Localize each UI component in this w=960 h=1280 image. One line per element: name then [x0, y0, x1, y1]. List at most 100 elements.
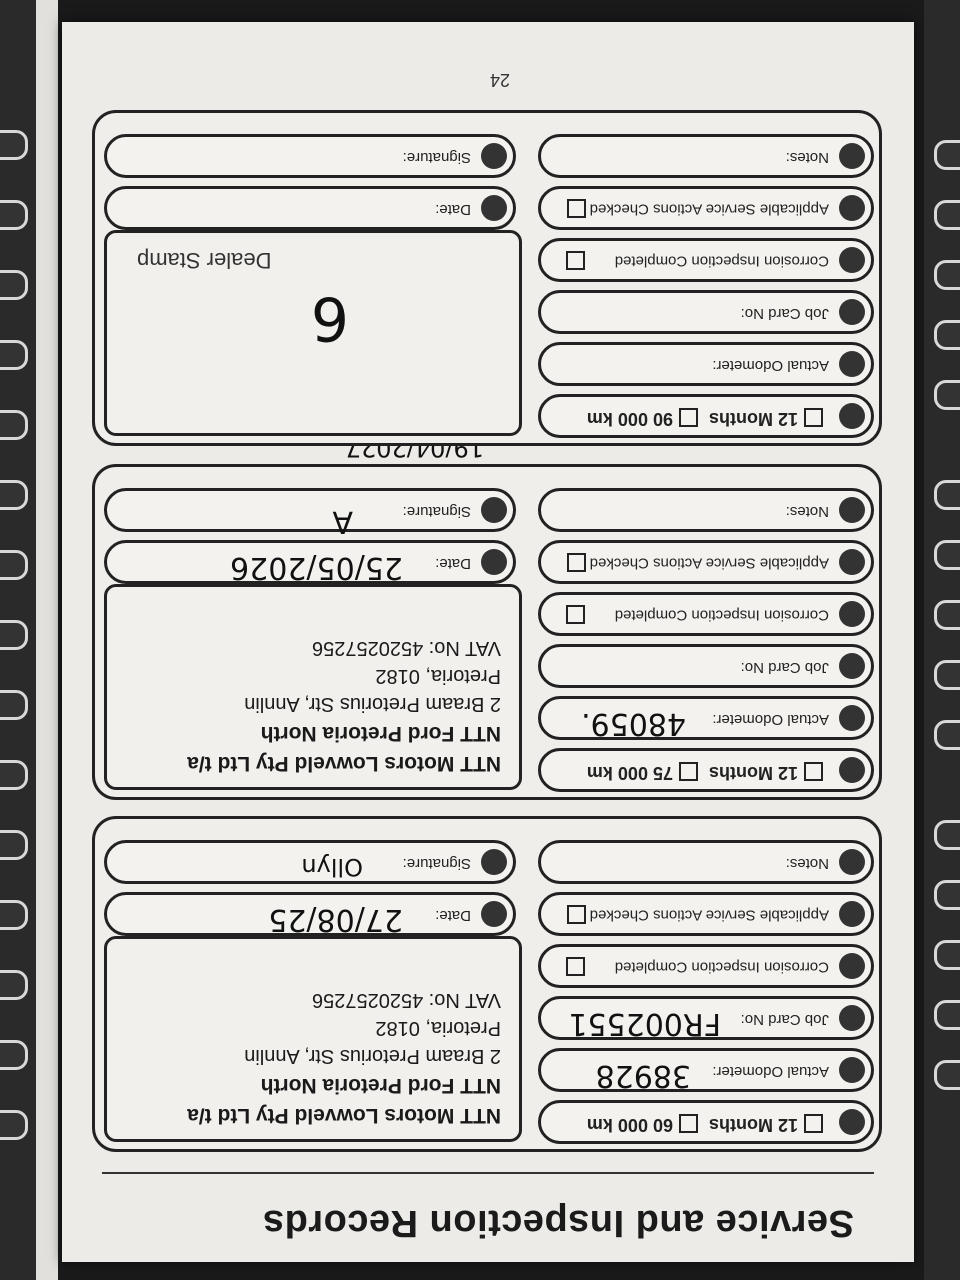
page-title: Service and Inspection Records: [262, 1202, 854, 1244]
record-75000: 12 Months 75 000 km Actual Odometer: 480…: [92, 464, 882, 800]
row-corrosion: Corrosion Inspection Completed: [538, 238, 874, 282]
row-applicable: Applicable Service Actions Checked: [538, 540, 874, 584]
signature-value[interactable]: Ollyn: [301, 853, 363, 881]
odometer-label: Actual Odometer:: [712, 357, 829, 374]
bullet-icon: [839, 195, 865, 221]
bullet-icon: [839, 849, 865, 875]
bullet-icon: [839, 549, 865, 575]
dealer-line-3: 2 Braam Pretorius Str, Annlin: [244, 693, 501, 715]
dealer-line-3: 2 Braam Pretorius Str, Annlin: [244, 1045, 501, 1067]
row-job-card: Job Card No:: [538, 644, 874, 688]
corrosion-label: Corrosion Inspection Completed: [560, 251, 829, 270]
page-number: 24: [489, 70, 510, 90]
bullet-icon: [481, 549, 507, 575]
job-card-value[interactable]: FR002551: [568, 1006, 721, 1041]
dealer-stamp-label: Dealer Stamp: [137, 248, 272, 273]
dealer-line-1: NTT Motors Lowveld Pty Ltd t/a: [187, 752, 501, 775]
bullet-icon: [839, 601, 865, 627]
dealer-line-4: Pretoria, 0182: [375, 665, 501, 687]
row-signature: Signature:: [104, 134, 516, 178]
bullet-icon: [481, 901, 507, 927]
signature-label: Signature:: [402, 149, 471, 166]
row-interval: 12 Months 60 000 km: [538, 1100, 874, 1144]
interval-label: 12 Months 90 000 km: [587, 408, 829, 429]
corrosion-label: Corrosion Inspection Completed: [560, 605, 829, 624]
bullet-icon: [839, 497, 865, 523]
row-date: Date:: [104, 186, 516, 230]
dealer-line-5: VAT No: 4520257256: [311, 989, 501, 1011]
row-notes: Notes:: [538, 134, 874, 178]
bullet-icon: [839, 757, 865, 783]
months-checkbox[interactable]: [804, 408, 823, 428]
interval-label: 12 Months 60 000 km: [587, 1114, 829, 1135]
title-rule: [102, 1172, 874, 1174]
odometer-value[interactable]: 38928: [595, 1058, 691, 1093]
notes-label: Notes:: [785, 855, 829, 872]
job-card-label: Job Card No:: [740, 659, 829, 676]
months-checkbox[interactable]: [804, 1114, 823, 1134]
date-value[interactable]: 27/08/25: [268, 902, 403, 937]
stamp-handwritten-number: 6: [310, 283, 349, 353]
bullet-icon: [839, 351, 865, 377]
notes-label: Notes:: [785, 503, 829, 520]
binding-rings-left: [0, 0, 36, 1280]
km-checkbox[interactable]: [678, 762, 698, 782]
row-interval: 12 Months 90 000 km: [538, 394, 874, 438]
months-checkbox[interactable]: [804, 762, 823, 782]
binding-rings-right: [924, 0, 960, 1280]
bullet-icon: [481, 497, 507, 523]
bullet-icon: [839, 299, 865, 325]
bullet-icon: [839, 1109, 865, 1135]
signature-label: Signature:: [402, 503, 471, 520]
corrosion-checkbox[interactable]: [565, 251, 585, 270]
date-value[interactable]: 25/05/2026: [230, 550, 403, 585]
applicable-checkbox[interactable]: [566, 905, 586, 924]
dealer-line-2: NTT Ford Pretoria North: [260, 722, 501, 745]
row-applicable: Applicable Service Actions Checked: [538, 186, 874, 230]
booklet-page: Service and Inspection Records 24 12 Mon…: [62, 22, 914, 1262]
bullet-icon: [839, 1005, 865, 1031]
row-signature: Signature: Ollyn: [104, 840, 516, 884]
bullet-icon: [481, 195, 507, 221]
signature-value[interactable]: A: [332, 504, 353, 539]
record-90000: 12 Months 90 000 km Actual Odometer: Job…: [92, 110, 882, 446]
km-checkbox[interactable]: [678, 1114, 698, 1134]
applicable-checkbox[interactable]: [566, 553, 586, 572]
corrosion-label: Corrosion Inspection Completed: [560, 957, 829, 976]
corrosion-checkbox[interactable]: [565, 605, 585, 624]
km-checkbox[interactable]: [678, 408, 698, 428]
dealer-stamp-box: 6 Dealer Stamp: [104, 230, 522, 436]
record-60000: 12 Months 60 000 km Actual Odometer: 389…: [92, 816, 882, 1152]
dealer-stamp-box: NTT Motors Lowveld Pty Ltd t/a NTT Ford …: [104, 584, 522, 790]
dealer-line-1: NTT Motors Lowveld Pty Ltd t/a: [187, 1104, 501, 1127]
dealer-line-2: NTT Ford Pretoria North: [260, 1074, 501, 1097]
row-notes: Notes:: [538, 488, 874, 532]
row-interval: 12 Months 75 000 km: [538, 748, 874, 792]
job-card-label: Job Card No:: [740, 305, 829, 322]
bullet-icon: [839, 143, 865, 169]
bullet-icon: [481, 849, 507, 875]
bullet-icon: [839, 953, 865, 979]
row-job-card: Job Card No: FR002551: [538, 996, 874, 1041]
odometer-label: Actual Odometer:: [712, 1063, 829, 1080]
row-date: Date: 27/08/25: [104, 892, 516, 937]
odometer-label: Actual Odometer:: [712, 711, 829, 728]
bullet-icon: [839, 901, 865, 927]
bullet-icon: [839, 1057, 865, 1083]
date-label: Date:: [435, 907, 471, 924]
corrosion-checkbox[interactable]: [565, 957, 585, 976]
row-date: Date: 25/05/2026: [104, 540, 516, 585]
applicable-checkbox[interactable]: [566, 199, 586, 218]
row-corrosion: Corrosion Inspection Completed: [538, 944, 874, 988]
dealer-line-4: Pretoria, 0182: [375, 1017, 501, 1039]
row-notes: Notes:: [538, 840, 874, 884]
odometer-value[interactable]: 48059.: [581, 706, 686, 741]
row-corrosion: Corrosion Inspection Completed: [538, 592, 874, 636]
bullet-icon: [839, 653, 865, 679]
row-job-card: Job Card No:: [538, 290, 874, 334]
applicable-label: Applicable Service Actions Checked: [561, 553, 829, 572]
interval-label: 12 Months 75 000 km: [587, 762, 829, 783]
job-card-label: Job Card No:: [740, 1011, 829, 1028]
dealer-line-5: VAT No: 4520257256: [311, 637, 501, 659]
dealer-stamp-box: NTT Motors Lowveld Pty Ltd t/a NTT Ford …: [104, 936, 522, 1142]
